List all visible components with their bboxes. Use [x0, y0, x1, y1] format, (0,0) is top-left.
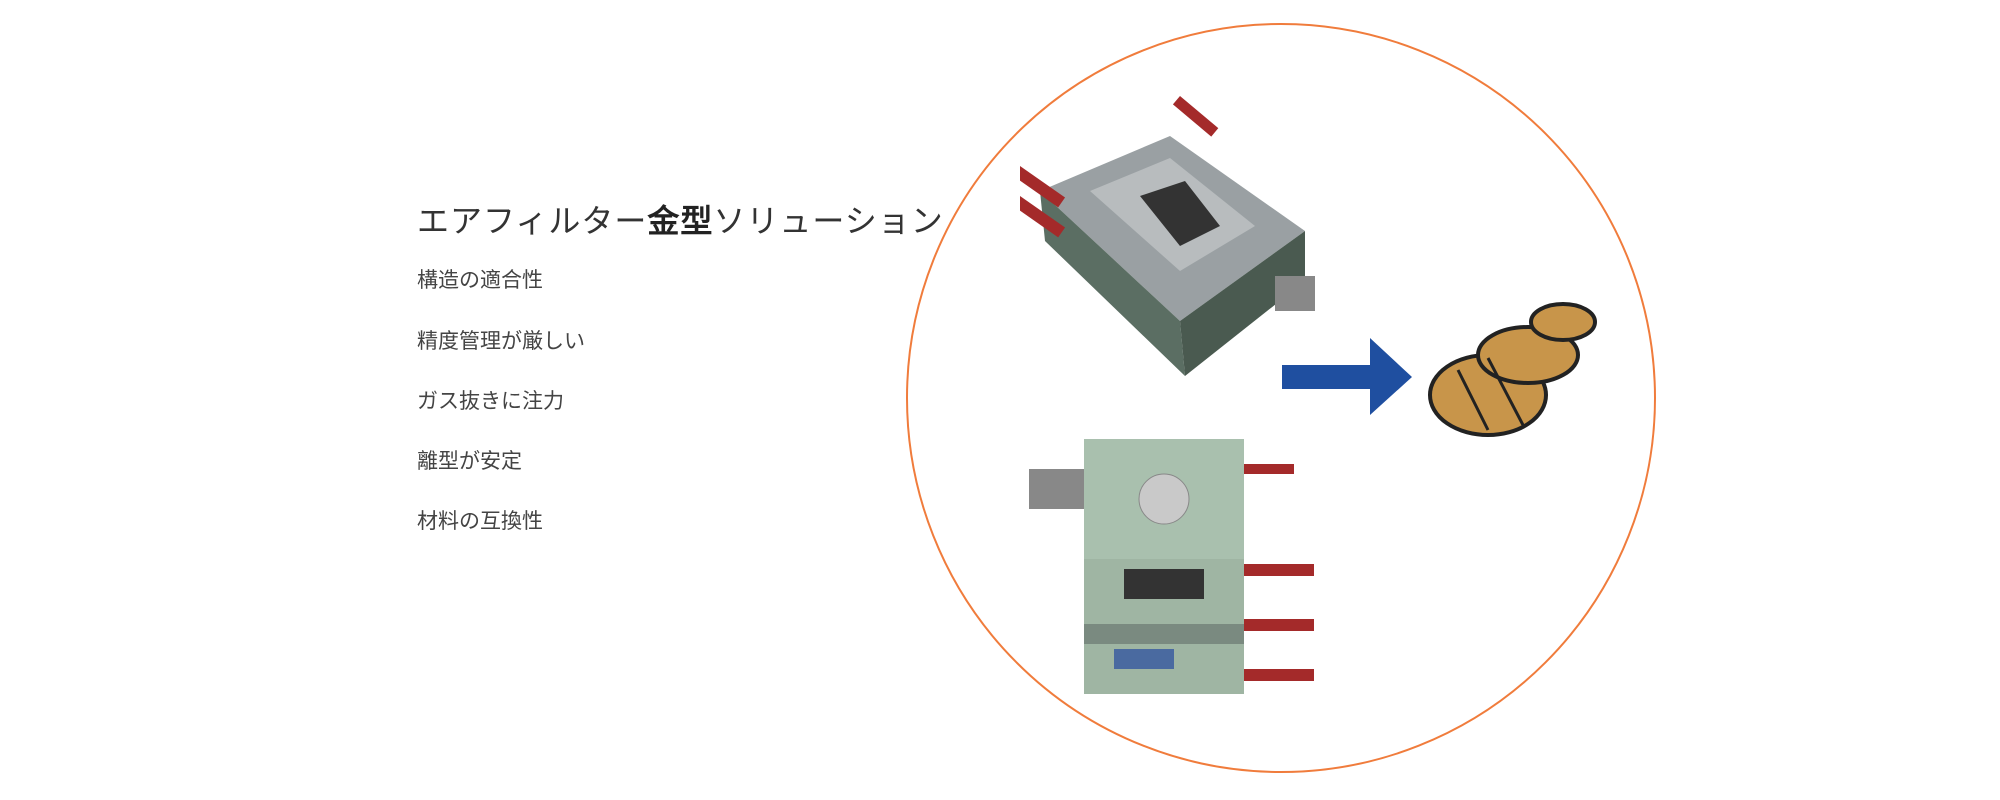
feature-item: 材料の互換性 — [417, 509, 543, 533]
feature-item: 精度管理が厳しい — [417, 329, 585, 353]
feature-item: ガス抜きに注力 — [417, 389, 564, 413]
mold-open-image — [1020, 96, 1315, 376]
right-arrow-icon — [1282, 338, 1412, 415]
feature-item: 離型が安定 — [417, 449, 522, 473]
air-filter-product-image — [1428, 302, 1597, 437]
feature-item: 構造の適合性 — [417, 268, 543, 292]
mold-closed-image — [1029, 439, 1314, 694]
page-title: エアフィルター金型ソリューション — [417, 196, 944, 242]
orange-circle-frame — [906, 23, 1656, 773]
title-suffix: ソリューション — [713, 202, 944, 240]
title-bold: 金型 — [647, 202, 714, 240]
title-prefix: エアフィルター — [417, 202, 648, 240]
